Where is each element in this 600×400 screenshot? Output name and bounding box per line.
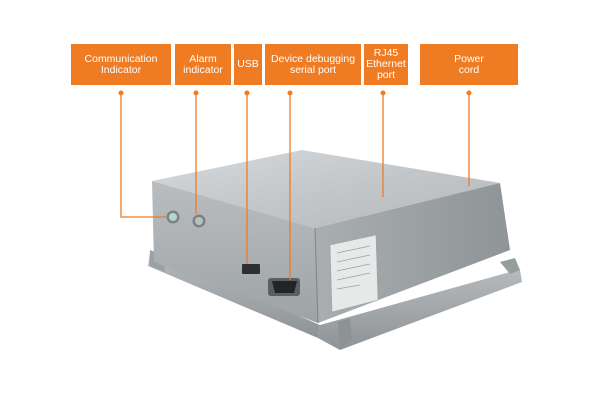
usb-port (242, 264, 260, 274)
leader-dot-communication-indicator (118, 90, 124, 96)
leader-dot-device-debugging-serial-port (287, 90, 293, 96)
leader-dot-alarm-indicator (193, 90, 199, 96)
indicator-led-communication (166, 210, 180, 224)
indicator-led-alarm (192, 214, 206, 228)
label-device-debugging-serial-port: Device debugging serial port (265, 44, 361, 85)
leader-line-communication-indicator (120, 93, 166, 218)
serial-port (268, 278, 300, 296)
label-alarm-indicator: Alarm indicator (175, 44, 231, 85)
leader-dot-rj45-ethernet-port (380, 90, 386, 96)
leader-dot-usb (244, 90, 250, 96)
label-power-cord: Power cord (420, 44, 518, 85)
label-communication-indicator: Communication Indicator (71, 44, 171, 85)
enclosure-top (152, 150, 500, 228)
label-rj45-ethernet-port: RJ45 Ethernet port (364, 44, 408, 85)
device-nameplate (329, 234, 379, 313)
label-usb: USB (234, 44, 262, 85)
leader-dot-power-cord (466, 90, 472, 96)
